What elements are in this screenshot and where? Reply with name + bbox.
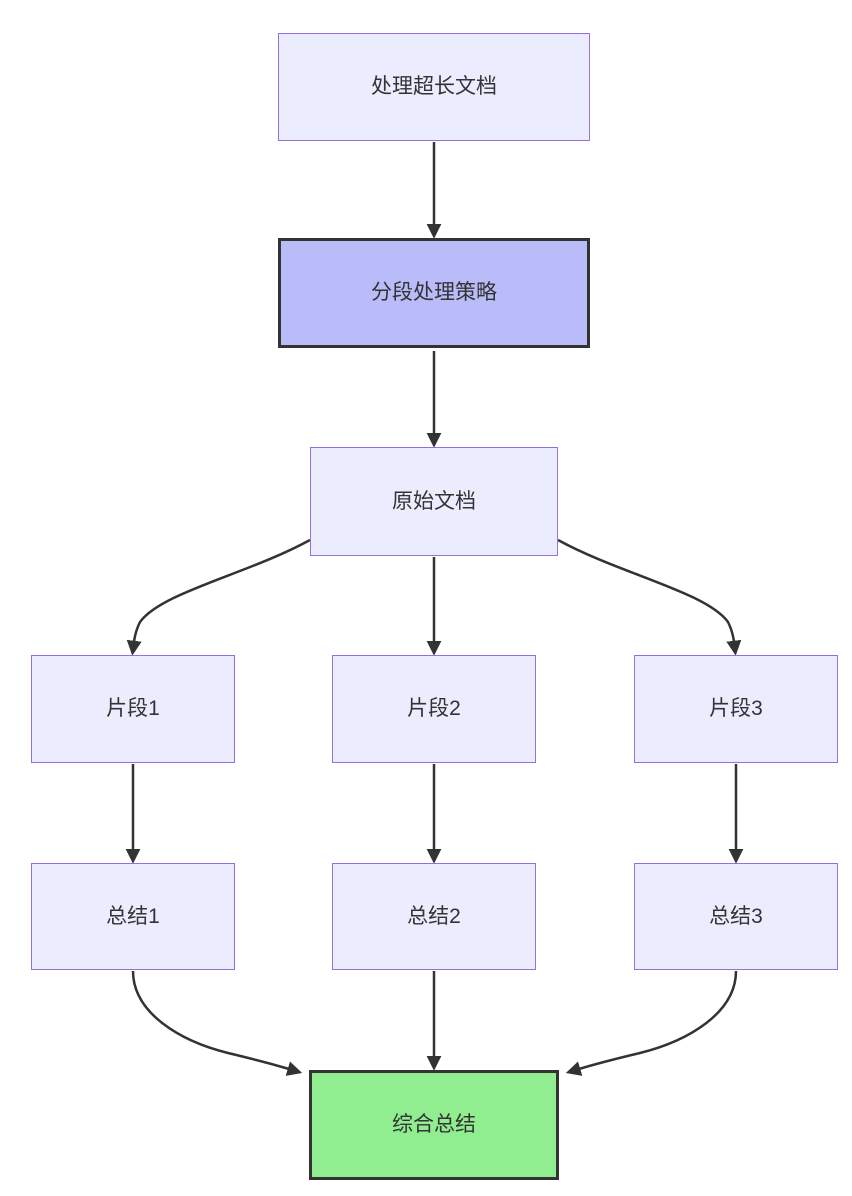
node-label: 片段2 (407, 697, 461, 721)
node-label: 总结3 (709, 904, 763, 928)
node-final-summary: 综合总结 (309, 1070, 559, 1180)
edge-original-to-fragment1 (126, 538, 311, 656)
node-summary-2: 总结2 (332, 863, 536, 970)
node-label: 总结1 (106, 904, 160, 928)
node-label: 处理超长文档 (371, 75, 497, 99)
node-fragment-1: 片段1 (31, 655, 235, 763)
node-process-long-doc: 处理超长文档 (278, 33, 590, 141)
node-label: 综合总结 (392, 1113, 476, 1137)
node-label: 片段1 (106, 697, 160, 721)
node-segmentation-strategy: 分段处理策略 (278, 238, 590, 348)
node-label: 分段处理策略 (371, 281, 497, 305)
node-label: 总结2 (407, 904, 461, 928)
node-label: 原始文档 (392, 489, 476, 513)
node-original-doc: 原始文档 (310, 447, 558, 556)
node-fragment-2: 片段2 (332, 655, 536, 763)
edge-summary1-to-final (131, 970, 303, 1076)
node-summary-3: 总结3 (634, 863, 838, 970)
edge-summary3-to-final (565, 970, 738, 1076)
edge-original-to-fragment3 (557, 538, 742, 656)
node-fragment-3: 片段3 (634, 655, 838, 763)
node-label: 片段3 (709, 697, 763, 721)
node-summary-1: 总结1 (31, 863, 235, 970)
